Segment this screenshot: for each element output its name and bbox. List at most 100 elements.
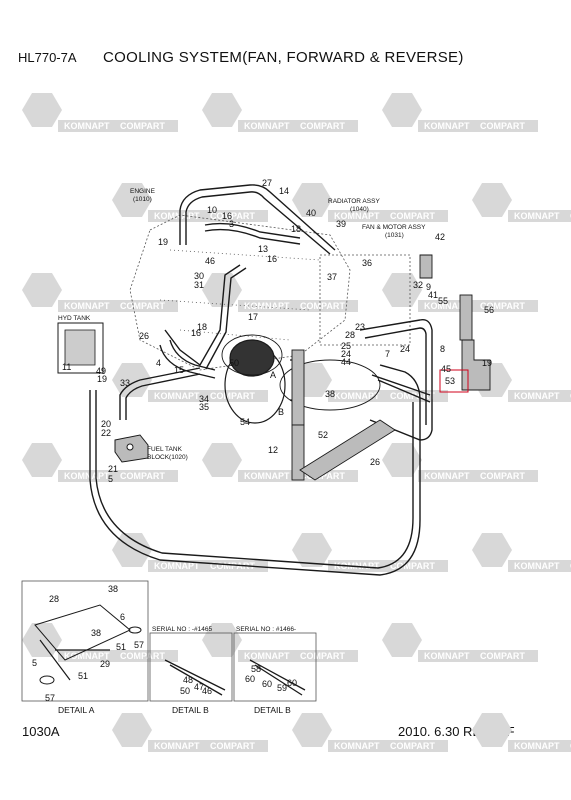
watermark-text-right: COMPART xyxy=(480,471,525,481)
watermark-hexagon xyxy=(22,623,62,657)
callout-number: 16 xyxy=(267,254,277,264)
callout-number: 21 xyxy=(108,464,118,474)
callout-number: 52 xyxy=(318,430,328,440)
watermark-bar xyxy=(238,120,358,132)
watermark-text-right: COMPART xyxy=(480,301,525,311)
watermark-text-left: KOMNAPT xyxy=(64,471,110,481)
watermark-text-left: KOMNAPT xyxy=(514,741,560,751)
callout-number: 17 xyxy=(248,312,258,322)
watermark-bar xyxy=(148,740,268,752)
callout-number: 41 xyxy=(428,290,438,300)
watermark-hexagon xyxy=(22,273,62,307)
fan-shroud xyxy=(224,339,301,424)
detail-a-callout: 38 xyxy=(108,584,118,594)
hose-lines xyxy=(89,184,433,576)
watermark-text-left: KOMNAPT xyxy=(154,211,200,221)
page-code: 1030A xyxy=(22,724,60,739)
view-a-marker-ellipse xyxy=(221,334,283,376)
watermark-hexagon xyxy=(112,363,152,397)
watermark-text-left: KOMNAPT xyxy=(424,121,470,131)
watermark-bar xyxy=(238,300,358,312)
fuel-tank-label: FUEL TANK xyxy=(147,446,183,453)
watermark-text-left: KOMNAPT xyxy=(64,651,110,661)
watermark-hexagon xyxy=(292,713,332,747)
watermark-text-right: COMPART xyxy=(120,651,165,661)
detail-a-callout: 51 xyxy=(116,642,126,652)
callout-number: 44 xyxy=(341,357,351,367)
watermark-bar xyxy=(508,560,571,572)
callout-number: 36 xyxy=(362,258,372,268)
watermark-hexagon xyxy=(22,443,62,477)
detail-a-callout: 28 xyxy=(49,594,59,604)
watermark-text-right: COMPART xyxy=(120,471,165,481)
callout-number: 40 xyxy=(306,208,316,218)
callout-number: 22 xyxy=(101,428,111,438)
callout-number: 20 xyxy=(101,419,111,429)
fuel-tank-ref: BLOCK(1020) xyxy=(147,454,188,461)
watermark-text-right: COMPART xyxy=(210,391,255,401)
watermark-text-right: COMPART xyxy=(210,211,255,221)
watermark-bar xyxy=(418,300,538,312)
callout-number: 33 xyxy=(120,378,130,388)
watermark-text-right: COMPART xyxy=(480,121,525,131)
watermark-bar xyxy=(328,740,448,752)
callout-number: 39 xyxy=(336,219,346,229)
watermark-text-left: KOMNAPT xyxy=(424,651,470,661)
callout-number: 11 xyxy=(62,362,71,372)
watermark-hexagon xyxy=(472,183,512,217)
callout-number: 34 xyxy=(199,394,209,404)
watermark-hexagon xyxy=(22,93,62,127)
watermark-text-right: COMPART xyxy=(480,651,525,661)
watermark-hexagon xyxy=(292,183,332,217)
watermark-text-left: KOMNAPT xyxy=(514,561,560,571)
watermark-bar xyxy=(418,650,538,662)
callout-number: 46 xyxy=(205,256,215,266)
watermark-bar xyxy=(508,390,571,402)
callout-number: 13 xyxy=(258,244,268,254)
callout-number: 9 xyxy=(426,282,431,292)
watermark-text-right: COMPART xyxy=(390,211,435,221)
watermark-text-right: COMPART xyxy=(120,121,165,131)
detail-b2-callout: 60 xyxy=(245,674,255,684)
callout-number: 50 xyxy=(229,358,239,368)
callout-number: 19 xyxy=(158,237,168,247)
watermark-text-left: KOMNAPT xyxy=(244,471,290,481)
watermark-bar xyxy=(418,470,538,482)
callout-number: 15 xyxy=(174,365,184,375)
watermark-bar xyxy=(58,300,178,312)
fuel-tank-block xyxy=(114,434,149,463)
watermark-hexagon xyxy=(202,273,242,307)
callout-number: 16 xyxy=(191,328,201,338)
watermark-hexagon xyxy=(472,533,512,567)
watermark-text-right: COMPART xyxy=(120,301,165,311)
callout-number: 18 xyxy=(291,224,301,234)
callout-number: 31 xyxy=(194,280,204,290)
callout-number: 3 xyxy=(229,219,234,229)
callout-number: 14 xyxy=(279,186,289,196)
watermark-hexagon xyxy=(382,93,422,127)
callout-number: 7 xyxy=(385,349,390,359)
detail-a-callout: 38 xyxy=(91,628,101,638)
detail-b1-callout: 46 xyxy=(202,686,212,696)
callout-number: 38 xyxy=(325,389,335,399)
detail-b2-callout: 60 xyxy=(287,678,297,688)
watermark-bar xyxy=(58,470,178,482)
callout-number: 5 xyxy=(108,474,113,484)
callout-number: 26 xyxy=(370,457,380,467)
watermark-bar xyxy=(148,560,268,572)
watermark-bar xyxy=(328,390,448,402)
callout-number: 4 xyxy=(156,358,161,368)
watermark-text-right: COMPART xyxy=(390,741,435,751)
detail-b1-caption: DETAIL B xyxy=(172,705,209,715)
engine-ref: (1010) xyxy=(133,196,152,203)
watermark-hexagon xyxy=(202,443,242,477)
watermark-text-left: KOMNAPT xyxy=(154,741,200,751)
hyd-tank-label: HYD TANK xyxy=(58,315,91,322)
detail-b2-callout: 60 xyxy=(262,679,272,689)
callout-number: 49 xyxy=(96,366,106,376)
detail-b1-callout: 47 xyxy=(194,682,204,692)
watermark-text-left: KOMNAPT xyxy=(334,391,380,401)
radiator-label: RADIATOR ASSY xyxy=(328,198,380,205)
watermark-text-left: KOMNAPT xyxy=(244,121,290,131)
callout-number: 27 xyxy=(262,178,272,188)
